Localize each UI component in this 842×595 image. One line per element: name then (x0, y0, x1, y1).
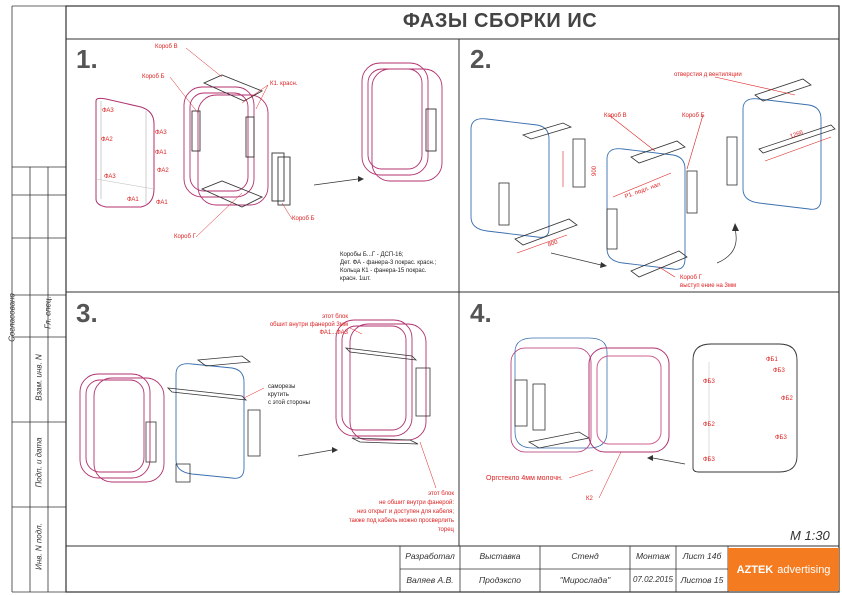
p2-dim-900: 900 (592, 165, 599, 177)
p4-label-fb3-c: ФБ3 (775, 435, 787, 441)
panel-1-number: 1. (76, 44, 98, 74)
panel-3-number: 3. (76, 298, 98, 328)
p3-label-block2: этот блок не обшит внутри фанерой: низ о… (348, 491, 454, 533)
tb-mount-date: 07.02.2015 (632, 575, 674, 584)
tb-exhibition: Продэкспо (478, 575, 522, 585)
p2-label-vent: отверстия д вентиляции (674, 72, 742, 78)
sheet-title: ФАЗЫ СБОРКИ ИС (402, 10, 598, 32)
p1-label-box-b: Короб Б (142, 74, 165, 80)
panel-3-blue (175, 363, 245, 479)
p4-label-fb3-d: ФБ3 (703, 457, 715, 463)
p1-label-fa3-c: ФА3 (104, 174, 116, 180)
ring-4-left (510, 337, 608, 453)
fb-shell (692, 343, 798, 473)
p1-label-k1: К1. красн. (270, 81, 298, 87)
tb-stand: "Мирослада" (559, 575, 611, 585)
stamp-inv-orig: Инв. N подл. (34, 523, 44, 570)
p3-label-block1: этот блок обшит внутри фанерой 3мм ФА1..… (269, 314, 348, 336)
p4-label-fb3-b: ФБ3 (773, 368, 785, 374)
p2-label-protrude: выступ ение на 3мм (680, 283, 737, 289)
plexi-ring (588, 347, 670, 453)
scale-label: М 1:30 (790, 528, 830, 543)
tb-sheets: Листов 15 (680, 575, 724, 585)
p1-label-box-g: Короб Г (174, 234, 196, 240)
blue-panels (470, 98, 822, 270)
tb-mount-label: Монтаж (635, 551, 671, 561)
box-b-part (271, 152, 291, 206)
ring-assembly-1 (183, 74, 269, 208)
panel-3-drawing (79, 319, 437, 489)
p1-materials-note: Коробы Б...Г - ДСП-16; Дет. ФА - фанера-… (340, 252, 437, 282)
p1-label-box-v: Короб В (155, 44, 178, 50)
p1-label-fa2-b: ФА2 (157, 168, 169, 174)
ring-assembled-1 (361, 62, 443, 182)
p4-label-k2: К2 (586, 496, 593, 502)
tb-exhibition-label: Выставка (479, 551, 521, 561)
p4-label-fb1: ФБ1 (766, 357, 778, 363)
panel-4-drawing (510, 337, 798, 499)
tb-developed-label: Разработал (405, 551, 455, 561)
ring-3-left (79, 373, 165, 483)
p1-label-fa1-b: ФА1 (127, 197, 139, 203)
stamp-replaced-inv: Взам. инв. N (34, 354, 44, 401)
p1-label-fa1-a: ФА1 (155, 150, 167, 156)
panel-2-number: 2. (470, 44, 492, 74)
p3-label-screws: саморезы крутить с этой стороны (268, 384, 310, 406)
panel-1-drawing (95, 47, 443, 238)
p4-label-plexi: Оргстекло 4мм молочн. (486, 475, 563, 482)
p1-label-fa2-a: ФА2 (101, 137, 113, 143)
tb-developer: Валяев А.В. (406, 575, 454, 585)
p2-label-box-b: Короб Б (682, 113, 705, 119)
p2-label-box-g: Короб Г (680, 275, 702, 281)
tb-sheet: Лист 14б (682, 551, 722, 561)
ring-3-right (335, 319, 427, 441)
p1-label-box-b2: Короб Б (292, 216, 315, 222)
p4-label-fb2-b: ФБ2 (781, 396, 793, 402)
p1-label-fa3-b: ФА3 (155, 130, 167, 136)
stamp-agreed: Согласовано (7, 293, 17, 342)
panel-4-number: 4. (470, 298, 492, 328)
boxes-2 (498, 78, 836, 278)
p1-label-fa3-a: ФА3 (102, 108, 114, 114)
panel-2-drawing (470, 76, 836, 278)
stamp-chief-spec: Гл. спец. (43, 296, 53, 329)
tb-stand-label: Стенд (571, 551, 599, 561)
p1-label-fa1-c: ФА1 (156, 200, 168, 206)
p2-label-box-v: Короб В (604, 113, 627, 119)
p4-label-fb3-a: ФБ3 (703, 379, 715, 385)
stamp-sign-date: Подп. и дата (34, 437, 44, 488)
fa-panels-group (95, 97, 155, 208)
p4-label-fb2-a: ФБ2 (703, 422, 715, 428)
